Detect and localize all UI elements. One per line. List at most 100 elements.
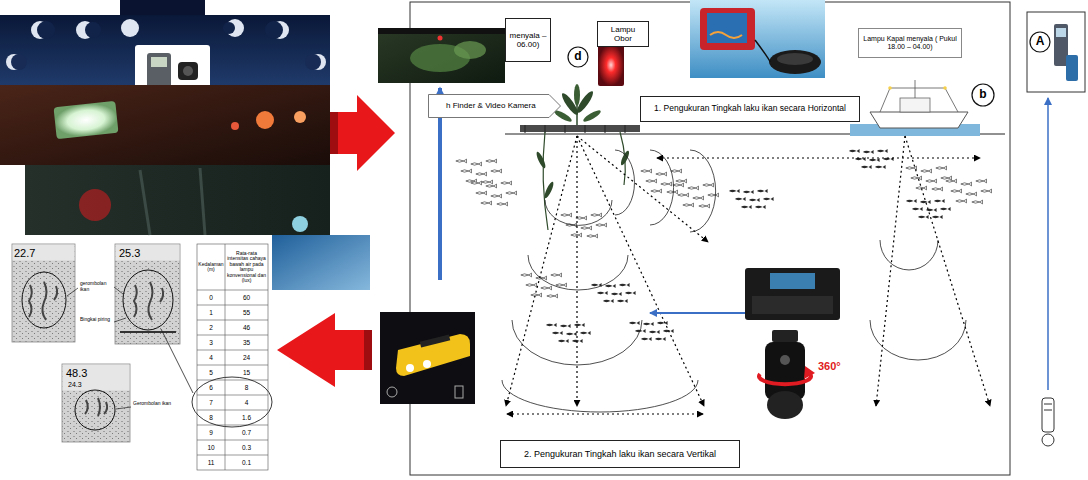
fish-school (456, 159, 502, 184)
lamp-photo (231, 122, 239, 130)
table-cell-holder: 55 (225, 305, 268, 320)
measurement-line (506, 136, 990, 414)
node-text: menyala – 06.00) (509, 31, 547, 49)
table-header-holder: Rata-rata intensitas cahaya bawah air pa… (225, 244, 268, 290)
fishing-raft (543, 132, 625, 230)
table-cell-holder: 24 (225, 350, 268, 365)
lamp-photo (294, 111, 306, 123)
table-cell-holder: 5 (197, 365, 225, 380)
callout-circle: A (1029, 31, 1051, 53)
fish-finder-photo (769, 50, 821, 74)
echogram-note-holder: Gerombolan ikan (133, 401, 173, 407)
measurement-line (577, 136, 704, 406)
table-cell: 0.3 (242, 444, 251, 451)
sensor-device (1044, 404, 1052, 410)
fishing-boat (850, 80, 980, 136)
sonar-beam (502, 380, 698, 412)
deck-photo (292, 216, 308, 232)
table-cell: 11 (208, 459, 215, 466)
node-text: h Finder & Video Kamera (446, 101, 545, 110)
depth-reading-holder: 22.7 (14, 247, 35, 259)
highlight-ellipse (192, 377, 272, 427)
fishing-boat (943, 86, 947, 90)
lamp-time-box: menyala – 06.00) (505, 18, 551, 62)
table-cell: 35 (243, 339, 250, 346)
deck-photo (25, 165, 330, 235)
table-cell-holder: 1.6 (225, 410, 268, 425)
table-cell-holder: 46 (225, 320, 268, 335)
echogram (85, 398, 107, 416)
rov-photo (396, 334, 470, 376)
table-cell: 46 (243, 324, 250, 331)
sonar-beam (690, 150, 716, 232)
echogram (134, 282, 163, 320)
fish-school (849, 149, 894, 169)
measurement-line (577, 136, 708, 242)
rov-photo (423, 360, 431, 368)
panoramic-camera (780, 355, 790, 365)
moon-phase-photo (120, 0, 205, 15)
node-text: 1. Pengukuran Tingkah laku ikan secara H… (645, 104, 855, 114)
fishing-boat (880, 80, 958, 112)
callout-circle-outline (1030, 32, 1050, 52)
arrow-outline (429, 95, 561, 118)
moon-phase-photo (151, 57, 167, 67)
table-cell: 15 (243, 369, 250, 376)
rov-photo (380, 312, 475, 404)
table-cell: 9 (209, 429, 213, 436)
fishing-raft (543, 181, 555, 199)
data-table-grid (197, 244, 268, 470)
camera-case (770, 273, 815, 289)
data-table-grid (197, 244, 268, 470)
fishing-boat (900, 98, 930, 112)
node-text: Lampu Obor (601, 25, 645, 43)
table-cell: 24 (243, 354, 250, 361)
table-cell: 1 (209, 309, 213, 316)
table-header-holder: Kedalaman (m) (197, 244, 225, 290)
underwater-screenshot (378, 28, 505, 34)
measurement-line (506, 136, 577, 406)
rov-photo (387, 387, 397, 397)
fishing-raft (520, 125, 640, 132)
echogram (63, 365, 130, 391)
underwater-screenshot (378, 28, 505, 83)
sonar-beam (615, 150, 634, 215)
underwater-screenshot (454, 41, 486, 59)
measurement-line (876, 136, 905, 406)
table-cell: 3 (209, 339, 213, 346)
lamp-photo (256, 111, 274, 129)
rov-photo (420, 334, 451, 347)
fish-school (629, 321, 674, 341)
rov-photo (380, 312, 475, 404)
depth-reading: 24.3 (68, 381, 82, 389)
table-cell: 5 (209, 369, 213, 376)
callout-letter: d (574, 50, 581, 64)
moon-phase-photo (183, 66, 193, 76)
lamp-photo (53, 101, 118, 139)
table-cell: 8 (245, 384, 249, 391)
underwater-photo (272, 235, 370, 290)
table-cell-holder: 60 (225, 290, 268, 305)
echogram (13, 245, 75, 261)
echogram-note: Bingkai piring (80, 317, 112, 323)
underwater-screenshot (438, 36, 443, 41)
table-cell: 4 (209, 354, 213, 361)
echogram (62, 364, 130, 442)
node-text: 2. Pengukuran Tingkah laku ikan secara V… (505, 449, 735, 459)
table-cell-holder: 2 (197, 320, 225, 335)
table-cell: 10 (207, 444, 214, 451)
measurement-line (657, 157, 980, 158)
lamp-label-box: Lampu Obor (597, 21, 649, 47)
lamp-photo (0, 85, 330, 165)
fish-school (641, 169, 687, 194)
underwater-screenshot (378, 28, 505, 83)
echogram (75, 390, 115, 430)
table-cell-holder: 1 (197, 305, 225, 320)
callout-circle-outline (972, 84, 994, 106)
red-arrow (330, 95, 395, 171)
table-cell: 55 (243, 309, 250, 316)
light-meter-panel (1054, 24, 1068, 66)
fishing-boat (870, 112, 968, 128)
fishing-raft (619, 150, 630, 167)
